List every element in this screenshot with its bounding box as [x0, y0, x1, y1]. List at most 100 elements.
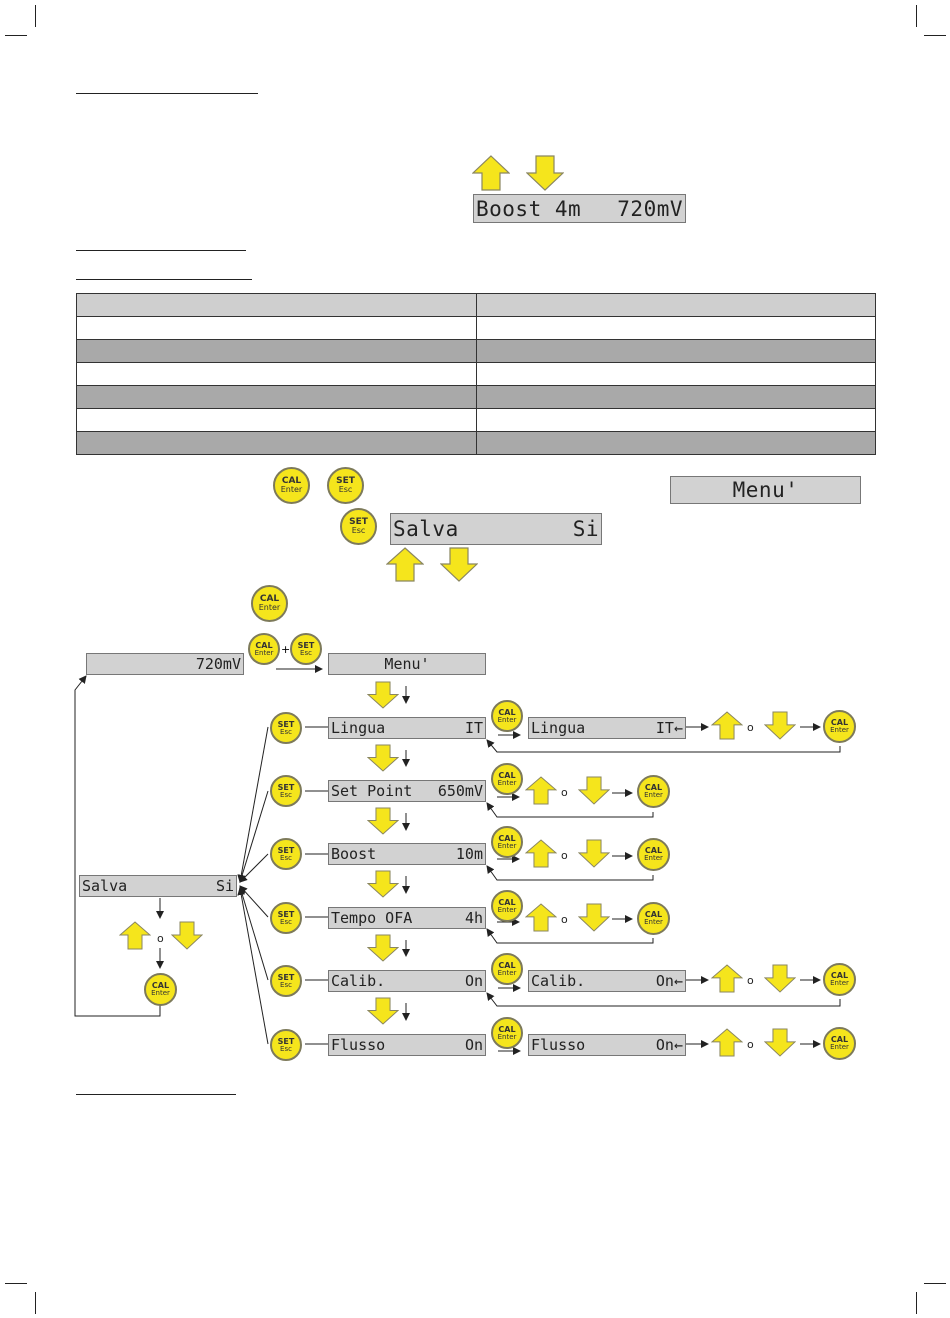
set-esc-button[interactable]: SET Esc [290, 633, 322, 665]
cal-label: CAL [830, 1035, 849, 1044]
flow-menu-text: Menu' [384, 655, 430, 673]
cal-enter-button[interactable]: CAL Enter [251, 585, 288, 622]
edit-item-lingua-label: Lingua [531, 719, 586, 737]
enter-label: Enter [497, 905, 517, 914]
arrow-down-icon [367, 744, 399, 772]
cal-label: CAL [830, 718, 849, 727]
arrow-up-icon [472, 155, 510, 191]
edit-item-calib-label: Calib. [531, 972, 586, 990]
salva-display-left: Salva [393, 517, 459, 541]
cal-label: CAL [151, 981, 170, 990]
cal-label: CAL [281, 476, 302, 486]
esc-label: Esc [280, 1044, 292, 1053]
enter-label: Enter [644, 854, 663, 862]
menu-item-lingua-value: IT [464, 719, 483, 737]
menu-item-calib: Calib.On [328, 970, 486, 992]
arrow-down-icon [764, 964, 796, 993]
menu-item-tempo-ofa-value: 4h [464, 909, 483, 927]
set-label: SET [277, 972, 295, 982]
set-label: SET [277, 1036, 295, 1046]
heading-underline [76, 250, 246, 251]
menu-item-calib-label: Calib. [331, 972, 386, 990]
menu-display: Menu' [670, 476, 861, 504]
cal-label: CAL [498, 770, 516, 780]
menu-item-flusso-value: On [464, 1036, 483, 1054]
enter-label: Enter [830, 979, 849, 987]
boost-display-left: Boost 4m [476, 196, 582, 221]
flow-salva-right: Si [215, 877, 234, 895]
enter-label: Enter [644, 791, 663, 799]
set-label: SET [277, 909, 295, 919]
crop-mark [916, 1292, 917, 1314]
cal-label: CAL [498, 1024, 516, 1034]
menu-item-set-point-value: 650mV [437, 782, 483, 800]
or-label: o [561, 913, 568, 926]
enter-label: Enter [830, 726, 849, 734]
cal-enter-button[interactable]: CAL Enter [273, 467, 310, 504]
flow-menu-display: Menu' [328, 653, 486, 675]
esc-label: Esc [280, 980, 292, 989]
arrow-up-icon [119, 921, 151, 950]
cal-enter-button[interactable]: CAL Enter [248, 633, 280, 665]
set-esc-button[interactable]: SET Esc [327, 467, 364, 504]
boost-display: Boost 4m 720mV [473, 194, 686, 223]
boost-display-right: 720mV [617, 196, 683, 221]
edit-item-calib-value: On← [655, 972, 683, 990]
enter-label: Enter [254, 648, 274, 657]
plus-sign: + [281, 643, 291, 656]
set-esc-button[interactable]: SET Esc [340, 508, 377, 545]
esc-label: Esc [280, 790, 292, 799]
arrow-down-icon [367, 870, 399, 898]
set-label: SET [349, 517, 368, 527]
cal-label: CAL [498, 897, 516, 907]
menu-item-lingua-label: Lingua [331, 719, 386, 737]
cal-label: CAL [498, 960, 516, 970]
salva-display-right: Si [572, 517, 599, 541]
or-label: o [747, 721, 754, 734]
cal-label: CAL [259, 594, 280, 604]
arrow-down-icon [578, 903, 610, 932]
edit-item-flusso-value: On← [655, 1036, 683, 1054]
cal-label: CAL [644, 783, 663, 792]
or-label: o [561, 786, 568, 799]
cal-enter-button[interactable]: CAL Enter [144, 973, 177, 1006]
crop-mark [5, 35, 27, 36]
cal-label: CAL [498, 707, 516, 717]
arrow-down-icon [367, 807, 399, 835]
menu-display-text: Menu' [732, 478, 799, 502]
esc-label: Esc [280, 727, 292, 736]
or-label: o [157, 932, 164, 945]
or-label: o [747, 1038, 754, 1051]
enter-label: Enter [644, 918, 663, 926]
arrow-up-icon [525, 839, 557, 868]
enter-label: Enter [830, 1043, 849, 1051]
arrow-down-icon [578, 776, 610, 805]
arrow-up-icon [525, 903, 557, 932]
enter-label: Enter [258, 603, 281, 612]
start-display-value: 720mV [195, 655, 241, 673]
arrow-down-icon [367, 997, 399, 1025]
